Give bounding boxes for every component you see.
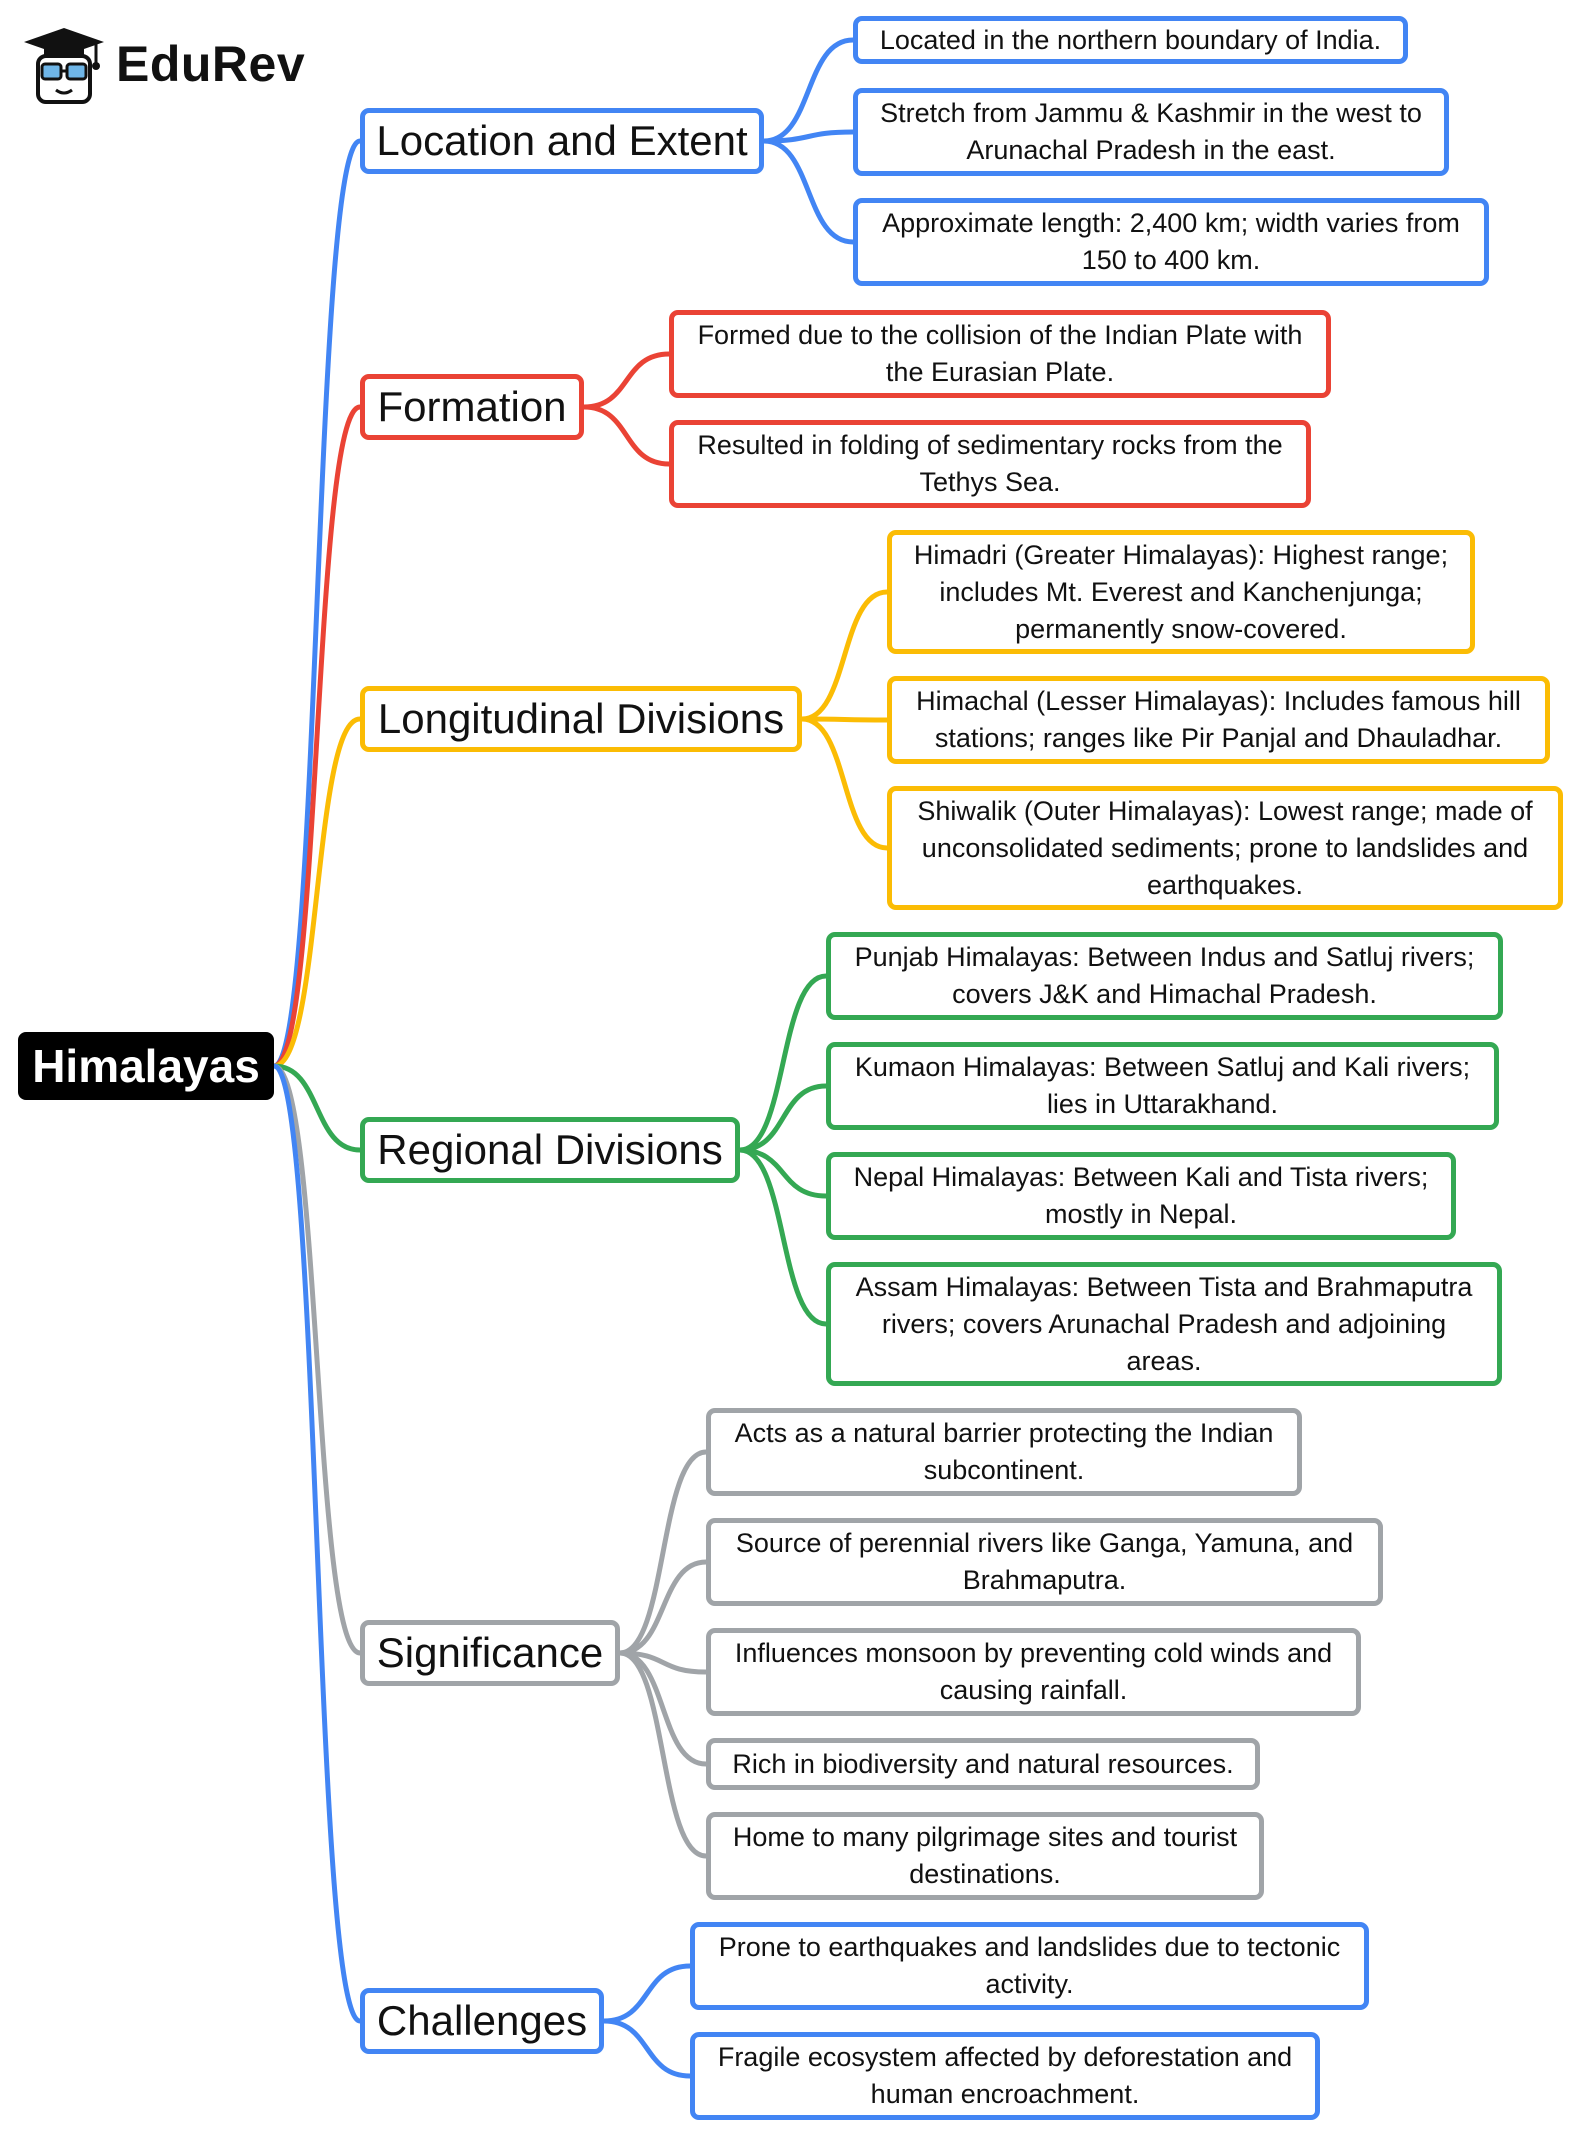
edurev-logo: EduRev bbox=[22, 22, 305, 106]
root-to-branch-connector-5 bbox=[271, 1063, 363, 2024]
branch-to-leaf-connector-4-0 bbox=[617, 1449, 709, 1656]
branch-to-leaf-connector-3-0 bbox=[737, 973, 829, 1153]
branch-node: Challenges bbox=[360, 1988, 604, 2054]
branch-to-leaf-connector-0-0 bbox=[761, 37, 856, 144]
branch-to-leaf-connector-3-1 bbox=[737, 1083, 829, 1153]
branch-node: Longitudinal Divisions bbox=[360, 686, 802, 752]
leaf-node: Prone to earthquakes and landslides due … bbox=[690, 1922, 1369, 2010]
leaf-node: Formed due to the collision of the India… bbox=[669, 310, 1331, 398]
root-to-branch-connector-4 bbox=[271, 1063, 363, 1656]
branch-to-leaf-connector-2-0 bbox=[799, 589, 890, 722]
leaf-node: Shiwalik (Outer Himalayas): Lowest range… bbox=[887, 786, 1563, 910]
root-to-branch-connector-2 bbox=[271, 716, 363, 1069]
root-to-branch-connector-3 bbox=[271, 1063, 363, 1153]
branch-node: Regional Divisions bbox=[360, 1117, 740, 1183]
leaf-node: Located in the northern boundary of Indi… bbox=[853, 16, 1408, 64]
root-to-branch-connector-0 bbox=[271, 138, 363, 1069]
branch-to-leaf-connector-0-2 bbox=[761, 138, 856, 245]
leaf-node: Approximate length: 2,400 km; width vari… bbox=[853, 198, 1489, 286]
leaf-node: Resulted in folding of sedimentary rocks… bbox=[669, 420, 1311, 508]
branch-to-leaf-connector-5-0 bbox=[601, 1963, 693, 2024]
leaf-node: Rich in biodiversity and natural resourc… bbox=[706, 1738, 1260, 1790]
branch-to-leaf-connector-3-3 bbox=[737, 1147, 829, 1327]
leaf-node: Home to many pilgrimage sites and touris… bbox=[706, 1812, 1264, 1900]
branch-to-leaf-connector-5-1 bbox=[601, 2018, 693, 2079]
leaf-node: Kumaon Himalayas: Between Satluj and Kal… bbox=[826, 1042, 1499, 1130]
leaf-node: Fragile ecosystem affected by deforestat… bbox=[690, 2032, 1320, 2120]
branch-to-leaf-connector-1-0 bbox=[581, 351, 672, 410]
leaf-node: Punjab Himalayas: Between Indus and Satl… bbox=[826, 932, 1503, 1020]
branch-to-leaf-connector-1-1 bbox=[581, 404, 672, 467]
leaf-node: Himachal (Lesser Himalayas): Includes fa… bbox=[887, 676, 1550, 764]
leaf-node: Stretch from Jammu & Kashmir in the west… bbox=[853, 88, 1449, 176]
leaf-node: Assam Himalayas: Between Tista and Brahm… bbox=[826, 1262, 1502, 1386]
leaf-node: Nepal Himalayas: Between Kali and Tista … bbox=[826, 1152, 1456, 1240]
leaf-node: Influences monsoon by preventing cold wi… bbox=[706, 1628, 1361, 1716]
leaf-node: Source of perennial rivers like Ganga, Y… bbox=[706, 1518, 1383, 1606]
branch-node: Formation bbox=[360, 374, 584, 440]
branch-node: Significance bbox=[360, 1620, 620, 1686]
branch-to-leaf-connector-2-2 bbox=[799, 716, 890, 851]
root-node: Himalayas bbox=[18, 1032, 274, 1100]
leaf-node: Himadri (Greater Himalayas): Highest ran… bbox=[887, 530, 1475, 654]
root-to-branch-connector-1 bbox=[271, 404, 363, 1069]
branch-to-leaf-connector-4-4 bbox=[617, 1650, 709, 1859]
branch-to-leaf-connector-0-1 bbox=[761, 129, 856, 144]
leaf-node: Acts as a natural barrier protecting the… bbox=[706, 1408, 1302, 1496]
branch-to-leaf-connector-2-1 bbox=[799, 716, 890, 723]
brand-name: EduRev bbox=[116, 36, 306, 92]
branch-to-leaf-connector-3-2 bbox=[737, 1147, 829, 1199]
branch-to-leaf-connector-4-1 bbox=[617, 1559, 709, 1656]
branch-node: Location and Extent bbox=[360, 108, 764, 174]
graduation-cap-mascot-icon bbox=[24, 28, 104, 104]
